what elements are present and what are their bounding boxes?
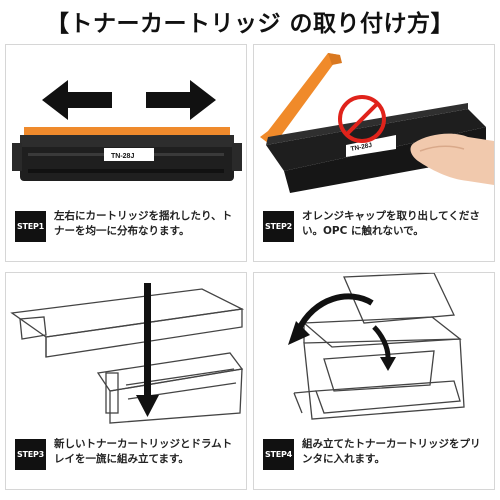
step1-description: 左右にカートリッジを揺れしたり、トナーを均一に分布なります。 [54, 210, 233, 237]
step4-description: 組み立てたトナーカートリッジをプリンタに入れます。 [302, 438, 481, 465]
cartridge-and-drum-outline [10, 288, 245, 424]
down-arrow-icon [136, 283, 159, 417]
left-right-arrow-icon [42, 80, 216, 120]
cartridge-label: TN-28J [350, 142, 373, 153]
hand [410, 133, 494, 185]
step1-illustration: TN-28J [12, 80, 242, 181]
curved-arrow-icon [288, 293, 396, 371]
orange-cap [260, 53, 342, 143]
step2-badge: STEP2 [263, 211, 294, 242]
prohibited-icon [338, 95, 386, 143]
step2-description: オレンジキャップを取り出してください。OPC に触れないで。 [302, 210, 480, 237]
cartridge-label: TN-28J [111, 153, 134, 160]
page-title: 【トナーカートリッジ の取り付け方】 [45, 11, 454, 37]
step1-panel: TN-28J STEP1 左右にカートリッジを揺れしたり、トナーを均一に分布なり… [5, 44, 247, 262]
step3-illustration [10, 283, 245, 424]
step4-badge: STEP4 [263, 439, 294, 470]
step3-panel: STEP3 新しいトナーカートリッジとドラムトレイを一旒に組み立てます。 [5, 272, 247, 490]
step2-illustration: TN-28J [260, 53, 494, 193]
printer-outline [293, 273, 465, 420]
step4-illustration [288, 273, 465, 420]
step3-description: 新しいトナーカートリッジとドラムトレイを一旒に組み立てます。 [54, 438, 233, 465]
step2-panel: TN-28J STEP2 オレンジキャップを取り出してください。OPC に触れな… [253, 44, 495, 262]
step1-badge: STEP1 [15, 211, 46, 242]
step4-panel: STEP4 組み立てたトナーカートリッジをプリンタに入れます。 [253, 272, 495, 490]
toner-cartridge [12, 127, 242, 181]
step3-badge: STEP3 [15, 439, 46, 470]
